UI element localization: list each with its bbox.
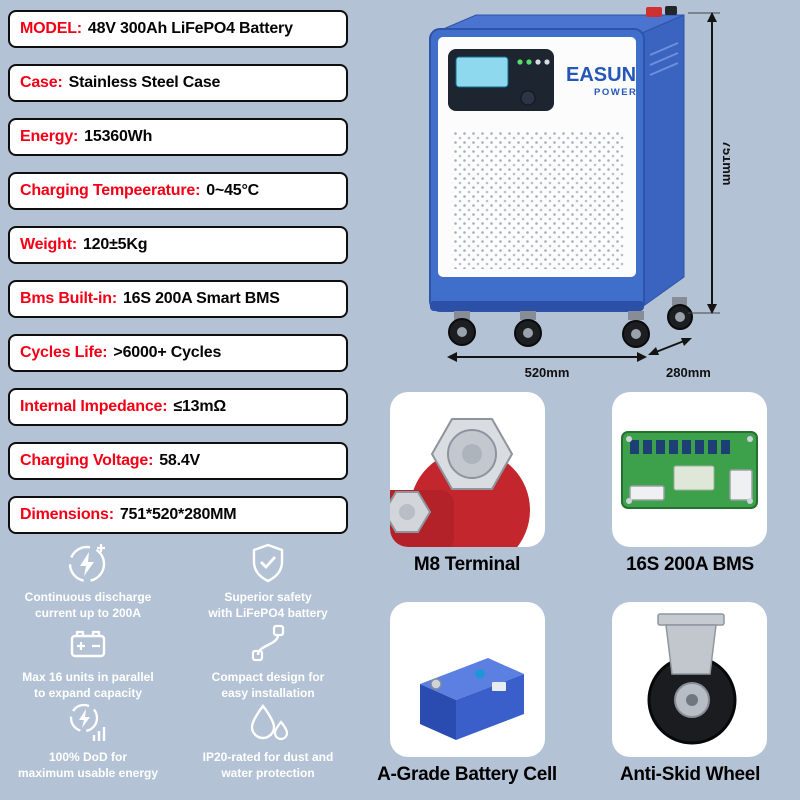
spec-label: Energy:: [20, 128, 79, 145]
caption-battery-cell: A-Grade Battery Cell: [377, 764, 557, 785]
shield-check-icon: [183, 540, 353, 586]
feature-compact-design: Compact design for easy installation: [183, 620, 353, 701]
spec-value: ≤13mΩ: [173, 398, 226, 415]
spec-value: 15360Wh: [84, 128, 153, 145]
spec-value: >6000+ Cycles: [113, 344, 222, 361]
spec-value: 0~45°C: [206, 182, 260, 199]
spec-value: 120±5Kg: [82, 236, 148, 253]
bms-card: [612, 392, 767, 547]
terminal-cover-red: [646, 7, 662, 17]
spec-label: Internal Impedance:: [20, 398, 168, 415]
spec-label: Charging Voltage:: [20, 452, 154, 469]
spec-row-bms: Bms Built-in: 16S 200A Smart BMS: [8, 280, 348, 318]
m8-terminal-card: [390, 392, 545, 547]
lightning-circle-icon: [3, 540, 173, 586]
spec-label: Charging Tempeerature:: [20, 182, 201, 199]
spec-row-energy: Energy: 15360Wh: [8, 118, 348, 156]
bolt-meter-icon: [3, 700, 173, 746]
spec-label: Cycles Life:: [20, 344, 108, 361]
spec-label: Dimensions:: [20, 506, 114, 523]
feature-continuous-discharge: Continuous discharge current up to 200A: [3, 540, 173, 621]
feature-superior-safety: Superior safety with LiFePO4 battery: [183, 540, 353, 621]
feature-text: 100% DoD for maximum usable energy: [17, 750, 159, 781]
bms-board-image: [621, 431, 758, 509]
spec-row-cycles: Cycles Life: >6000+ Cycles: [8, 334, 348, 372]
lcd-display: [448, 49, 554, 111]
spec-value: 48V 300Ah LiFePO4 Battery: [87, 20, 293, 37]
battery-icon: [3, 620, 173, 666]
feature-text: Continuous discharge current up to 200A: [24, 590, 152, 621]
feature-parallel-expansion: Max 16 units in parallel to expand capac…: [3, 620, 173, 701]
spec-value: 16S 200A Smart BMS: [122, 290, 280, 307]
feature-text: IP20-rated for dust and water protection: [202, 750, 334, 781]
caption-m8-terminal: M8 Terminal: [413, 554, 521, 575]
spec-value: 58.4V: [159, 452, 201, 469]
terminal-cover-black: [665, 6, 677, 15]
brand-name: EASUN: [566, 64, 636, 86]
display-button: [520, 90, 536, 106]
water-drops-icon: [183, 700, 353, 746]
spec-row-case: Case: Stainless Steel Case: [8, 64, 348, 102]
spec-row-model: MODEL: 48V 300Ah LiFePO4 Battery: [8, 10, 348, 48]
spec-row-dimensions: Dimensions: 751*520*280MM: [8, 496, 348, 534]
spec-row-charging-voltage: Charging Voltage: 58.4V: [8, 442, 348, 480]
spec-label: Weight:: [20, 236, 77, 253]
feature-text: Max 16 units in parallel to expand capac…: [22, 670, 154, 701]
spec-row-weight: Weight: 120±5Kg: [8, 226, 348, 264]
width-dimension-label: 520mm: [525, 365, 570, 380]
height-dimension-label: 751mm: [720, 141, 730, 186]
spec-row-impedance: Internal Impedance: ≤13mΩ: [8, 388, 348, 426]
spec-label: Bms Built-in:: [20, 290, 117, 307]
caption-anti-skid-wheel: Anti-Skid Wheel: [619, 764, 761, 785]
spec-value: Stainless Steel Case: [68, 74, 221, 91]
battery-cell-card: [390, 602, 545, 757]
battery-product-image: EASUN POWER: [390, 5, 735, 380]
brand-subname: POWER: [594, 87, 637, 98]
caption-bms: 16S 200A BMS: [626, 554, 754, 575]
feature-ip20: IP20-rated for dust and water protection: [183, 700, 353, 781]
caster-wheels: [448, 297, 693, 348]
spec-value: 751*520*280MM: [119, 506, 237, 523]
battery-cabinet: EASUN POWER: [429, 6, 693, 348]
side-vents: [649, 42, 679, 76]
spec-row-charging-temperature: Charging Tempeerature: 0~45°C: [8, 172, 348, 210]
front-vent-pattern: [452, 131, 624, 269]
depth-dimension-label: 280mm: [666, 365, 711, 380]
anti-skid-wheel-card: [612, 602, 767, 757]
spec-label: MODEL:: [20, 20, 82, 37]
feature-text: Compact design for easy installation: [211, 670, 325, 701]
spec-label: Case:: [20, 74, 63, 91]
feature-text: Superior safety with LiFePO4 battery: [208, 590, 328, 621]
battery-cell-image: [420, 658, 524, 740]
feature-100-dod: 100% DoD for maximum usable energy: [3, 700, 173, 781]
anti-skid-wheel-image: [647, 613, 737, 745]
brand-logo: EASUN POWER: [566, 64, 637, 98]
cable-icon: [183, 620, 353, 666]
m8-terminal-image: [390, 418, 530, 547]
